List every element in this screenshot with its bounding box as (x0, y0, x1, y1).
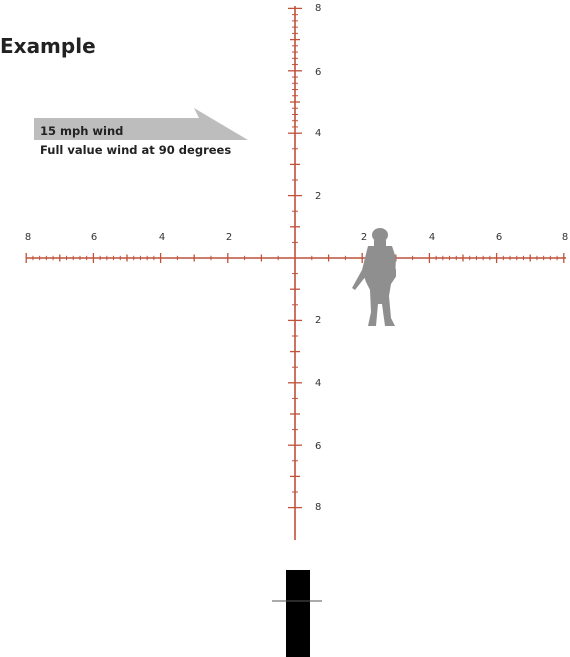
v-label-down-8: 8 (315, 502, 321, 513)
wind-speed-label: 15 mph wind (40, 124, 124, 138)
v-label-up-6: 6 (315, 67, 321, 78)
reticle-ticks (25, 7, 565, 509)
h-label-right-6: 6 (496, 232, 502, 243)
page-title: Example (0, 34, 96, 58)
wind-description-label: Full value wind at 90 degrees (40, 143, 232, 157)
h-label-left-6: 6 (91, 232, 97, 243)
h-label-left-8: 8 (25, 232, 31, 243)
h-label-left-4: 4 (159, 232, 165, 243)
v-label-down-4: 4 (315, 378, 321, 389)
wind-arrow-icon (34, 108, 248, 140)
h-label-right-2: 2 (361, 232, 367, 243)
v-label-up-4: 4 (315, 128, 321, 139)
h-label-right-8: 8 (562, 232, 568, 243)
soldier-silhouette-icon (352, 228, 396, 326)
h-label-left-2: 2 (226, 232, 232, 243)
lower-post (286, 570, 310, 657)
v-label-up-2: 2 (315, 191, 321, 202)
v-label-down-2: 2 (315, 315, 321, 326)
v-label-down-6: 6 (315, 441, 321, 452)
v-label-up-8: 8 (315, 3, 321, 14)
h-label-right-4: 4 (429, 232, 435, 243)
